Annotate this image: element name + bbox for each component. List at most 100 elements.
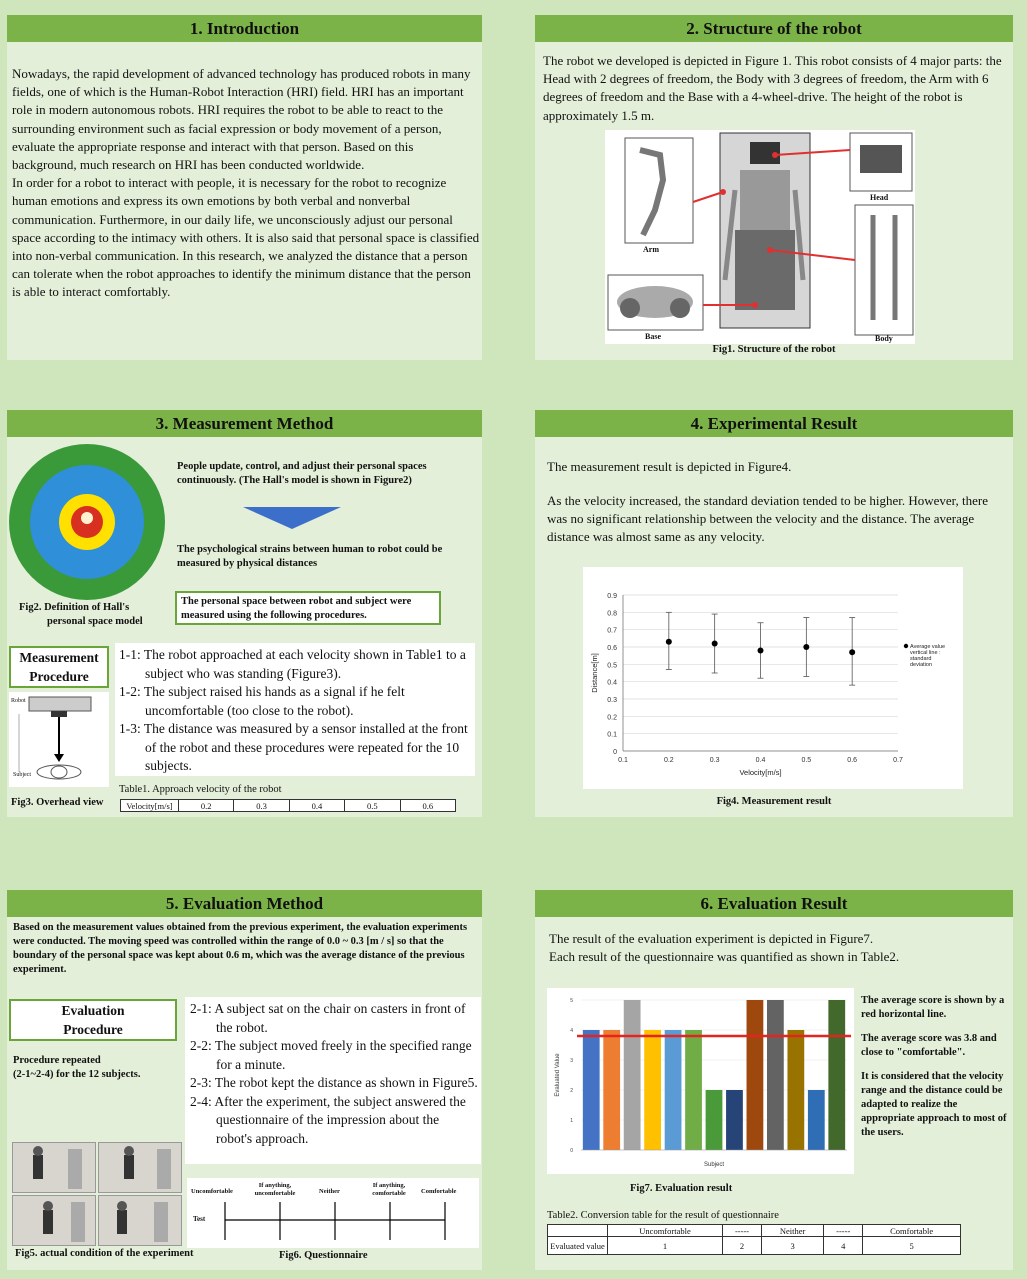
experimental-result-panel: 4. Experimental Result The measurement r… [535,410,1013,817]
x-axis-label: Subject [704,1162,724,1168]
x-tick-label: 0.1 [618,757,628,764]
section-title: 1. Introduction [7,15,482,42]
measurement-steps: 1-1: The robot approached at each veloci… [119,646,471,776]
label-line-1: Measurement [19,650,99,665]
step-1-2: 1-2: The subject raised his hands as a s… [119,684,405,718]
questionnaire-option: Comfortable [421,1188,457,1195]
bar [787,1030,805,1150]
questionnaire-row-label: Test [193,1215,206,1223]
evaluation-steps-box [185,997,481,1164]
experiment-photo [98,1195,182,1246]
evaluation-method-panel: 5. Evaluation Method Based on the measur… [7,890,482,1270]
body-label: Body [875,334,893,343]
eval-result-line-2: Each result of the questionnaire was qua… [549,949,900,965]
fig7-caption: Fig7. Evaluation result [630,1183,733,1194]
data-point [665,638,672,645]
subject-label: Subject [13,772,31,778]
y-tick-label: 0.5 [607,662,617,669]
table2-header: ----- [823,1224,864,1237]
x-axis-label: Velocity[m/s] [739,768,781,777]
bar [726,1090,743,1150]
y-tick-label: 5 [570,998,573,1004]
data-point [803,644,810,650]
bar [582,1030,600,1150]
fig4-caption: Fig4. Measurement result [716,796,832,807]
y-tick-label: 0.8 [607,610,617,617]
fig5-caption: Fig5. actual condition of the experiment [15,1248,194,1259]
velocity-table: Velocity[m/s] 0.2 0.3 0.4 0.5 0.6 [120,799,457,812]
y-tick-label: 0.1 [607,732,617,739]
measurement-panel: 3. Measurement Method People update, con… [7,410,482,817]
table2-cell: 5 [862,1236,961,1255]
conversion-table: Uncomfortable ----- Neither ----- Comfor… [547,1224,961,1255]
fig2-caption-1: Fig2. Definition of Hall's [19,602,130,613]
measurement-procedure-label: Measurement Procedure [9,646,109,688]
legend-line: standard [910,656,931,662]
evaluation-steps: 2-1: A subject sat on the chair on caste… [190,1000,478,1148]
y-tick-label: 2 [570,1088,573,1094]
table2-header: Neither [761,1224,825,1237]
legend-line: vertical line : [910,650,941,656]
step-1-1: 1-1: The robot approached at each veloci… [119,647,466,681]
x-tick-label: 0.4 [756,757,766,764]
x-tick-label: 0.2 [664,757,674,764]
fig1-caption: Fig1. Structure of the robot [712,344,836,355]
introduction-panel: 1. Introduction Nowadays, the rapid deve… [7,15,482,360]
section-title: 5. Evaluation Method [7,890,482,917]
y-tick-label: 0.2 [607,714,617,721]
y-tick-label: 0.9 [607,593,617,600]
table2-header: Uncomfortable [606,1224,724,1237]
data-point [711,640,718,647]
bar [685,1030,702,1150]
step-2-2: 2-2: The subject moved freely in the spe… [190,1038,472,1072]
experiment-photo [98,1142,182,1193]
table2-cell: 1 [606,1236,724,1255]
head-label: Head [870,193,889,202]
side-note-2: The average score was 3.8 and close to "… [861,1033,997,1058]
velocity-cell: 0.2 [177,799,235,812]
questionnaire-option: Uncomfortable [191,1188,233,1195]
evaluation-intro: Based on the measurement values obtained… [13,922,468,975]
fig2-caption-2: personal space model [47,616,143,627]
step-2-4: 2-4: After the experiment, the subject a… [190,1093,466,1146]
data-point [757,647,764,654]
legend-marker [903,643,909,649]
y-tick-label: 0 [613,749,617,756]
table1-title: Table1. Approach velocity of the robot [119,784,282,795]
x-tick-label: 0.5 [801,757,811,764]
y-tick-label: 1 [570,1118,573,1124]
bar [828,1000,846,1150]
bar [705,1090,723,1150]
y-tick-label: 0.7 [607,628,617,635]
y-tick-label: 0.4 [607,680,617,687]
step-2-1: 2-1: A subject sat on the chair on caste… [190,1001,466,1035]
bar [623,1000,641,1150]
questionnaire-option: If anything, comfortable [372,1182,406,1197]
x-tick-label: 0.6 [847,757,857,764]
table2-header: ----- [722,1224,763,1237]
y-tick-label: 0.6 [607,645,617,652]
label-line-1: Evaluation [61,1003,125,1018]
intro-paragraph-1: Nowadays, the rapid development of advan… [12,66,471,173]
eval-result-text: The result of the evaluation experiment … [549,930,1009,966]
section-title: 2. Structure of the robot [535,15,1013,42]
measurement-steps-box [115,643,475,776]
table2-title: Table2. Conversion table for the result … [547,1210,779,1221]
evaluation-procedure-label: Evaluation Procedure [9,999,177,1041]
section-title: 6. Evaluation Result [535,890,1013,917]
experiment-photo [12,1195,96,1246]
table2-row-label: Evaluated value [547,1236,608,1255]
table2-cell: 3 [761,1236,825,1255]
overhead-view-figure: Robot Subject [9,692,109,787]
velocity-cell: 0.3 [233,799,290,812]
y-axis-label: Evaluated Value [555,1053,561,1097]
questionnaire-figure: Uncomfortable If anything, uncomfortable… [187,1178,479,1248]
y-axis-label: Distance[m] [590,653,599,693]
legend-line: Average value [910,644,945,650]
velocity-cell: 0.6 [399,799,457,812]
result-text-1: The measurement result is depicted in Fi… [547,459,792,474]
velocity-cell: 0.5 [344,799,401,812]
result-text-2: As the velocity increased, the standard … [547,493,988,545]
